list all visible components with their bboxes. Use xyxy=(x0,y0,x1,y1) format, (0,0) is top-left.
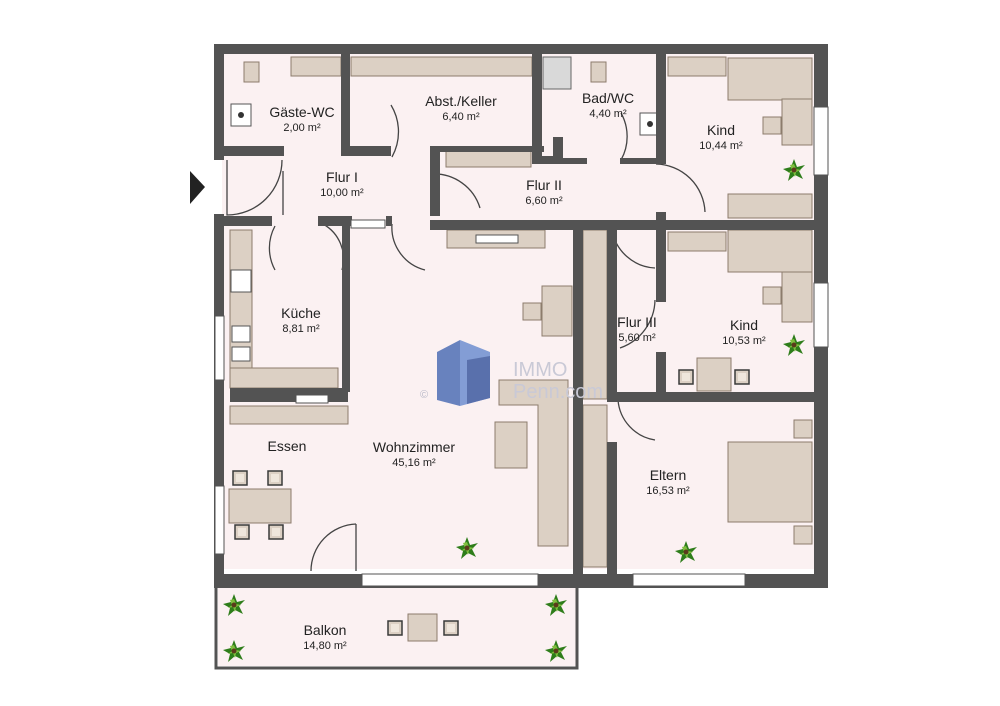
room-area-balkon: 14,80 m² xyxy=(303,640,347,652)
room-name-wohnzimmer: Wohnzimmer xyxy=(373,439,456,455)
room-area-abst-keller: 6,40 m² xyxy=(442,111,480,123)
building-logo-icon xyxy=(437,340,490,406)
room-name-kind-1: Kind xyxy=(707,122,735,138)
room-name-abst-keller: Abst./Keller xyxy=(425,93,497,109)
room-name-essen: Essen xyxy=(268,438,307,454)
room-area-wohnzimmer: 45,16 m² xyxy=(392,457,436,469)
room-area-bad-wc: 4,40 m² xyxy=(589,108,627,120)
room-area-flur-2: 6,60 m² xyxy=(525,195,563,207)
room-labels: Gäste-WC 2,00 m² Abst./Keller 6,40 m² Ba… xyxy=(268,90,766,652)
room-name-kind-2: Kind xyxy=(730,317,758,333)
room-name-eltern: Eltern xyxy=(650,467,687,483)
room-name-kueche: Küche xyxy=(281,305,321,321)
room-name-flur-1: Flur I xyxy=(326,169,358,185)
room-name-balkon: Balkon xyxy=(304,622,347,638)
room-area-flur-3: 5,60 m² xyxy=(618,332,656,344)
room-name-flur-3: Flur III xyxy=(617,314,657,330)
watermark-line1: IMMO xyxy=(513,359,567,381)
floor-area xyxy=(218,52,820,666)
furniture xyxy=(228,56,813,642)
watermark-copyright: © xyxy=(420,389,428,401)
windows xyxy=(214,106,829,587)
room-name-flur-2: Flur II xyxy=(526,177,562,193)
room-area-kueche: 8,81 m² xyxy=(282,323,320,335)
room-area-kind-2: 10,53 m² xyxy=(722,335,766,347)
room-area-flur-1: 10,00 m² xyxy=(320,187,364,199)
room-name-bad-wc: Bad/WC xyxy=(582,90,634,106)
room-area-eltern: 16,53 m² xyxy=(646,485,690,497)
room-area-kind-1: 10,44 m² xyxy=(699,140,743,152)
door-swings xyxy=(226,104,706,572)
watermark-line2: Penn.com xyxy=(513,381,603,403)
watermark: © IMMO Penn.com xyxy=(420,340,603,406)
entrance-arrow-icon xyxy=(190,171,205,204)
room-name-gaeste-wc: Gäste-WC xyxy=(269,104,334,120)
room-area-gaeste-wc: 2,00 m² xyxy=(283,122,321,134)
